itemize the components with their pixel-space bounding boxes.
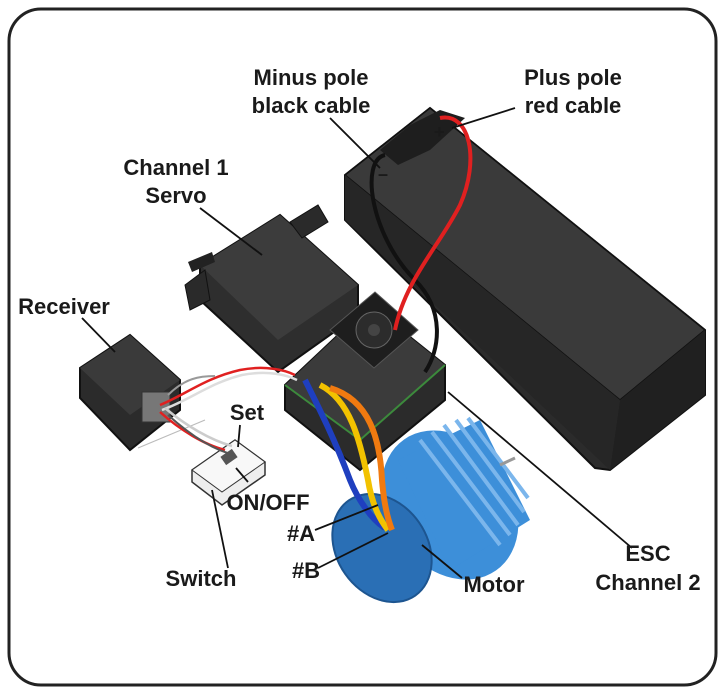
switch-wire-black <box>167 414 236 456</box>
servo-leader <box>199 207 263 256</box>
label-servo-line2: Servo <box>145 183 206 208</box>
plus-pole-leader <box>451 107 516 129</box>
label-minus-pole-line2: black cable <box>252 93 371 118</box>
battery-minus-mark: – <box>378 164 388 184</box>
label-minus-pole-line1: Minus pole <box>254 65 369 90</box>
battery-pack <box>343 106 707 472</box>
label-esc-line1: ESC <box>625 541 670 566</box>
set-leader <box>237 424 241 448</box>
orange-motor-cable <box>329 385 395 532</box>
red-battery-cable <box>393 115 473 331</box>
servo-wire-white <box>161 371 298 412</box>
receiver-antenna <box>137 419 206 449</box>
label-servo-line1: Channel 1 <box>123 155 228 180</box>
switch-wire-grey <box>167 375 216 396</box>
minus-pole-leader <box>329 117 381 169</box>
receiver-leader <box>81 317 116 353</box>
esc-leader <box>447 391 633 549</box>
b-leader <box>317 532 389 569</box>
motor-leader <box>421 544 463 579</box>
a-leader <box>314 504 379 531</box>
label-a: #A <box>287 521 315 546</box>
label-b: #B <box>292 558 320 583</box>
label-plus-pole-line1: Plus pole <box>524 65 622 90</box>
label-switch: Switch <box>166 566 237 591</box>
label-esc-line2: Channel 2 <box>595 570 700 595</box>
switch-wire-white <box>164 407 233 448</box>
yellow-motor-cable <box>318 382 391 532</box>
label-set: Set <box>230 400 265 425</box>
label-on-off: ON/OFF <box>226 490 309 515</box>
receiver <box>79 333 181 452</box>
label-motor: Motor <box>463 572 525 597</box>
servo-wire-bundle <box>159 366 296 407</box>
switch-leader <box>211 489 229 569</box>
motor <box>331 416 530 604</box>
switch <box>191 439 266 506</box>
label-plus-pole-line2: red cable <box>525 93 622 118</box>
on-off-leader <box>235 467 249 483</box>
battery-plus-mark: + <box>434 122 445 142</box>
esc <box>284 291 446 472</box>
blue-motor-cable <box>302 378 387 531</box>
label-receiver: Receiver <box>18 294 110 319</box>
